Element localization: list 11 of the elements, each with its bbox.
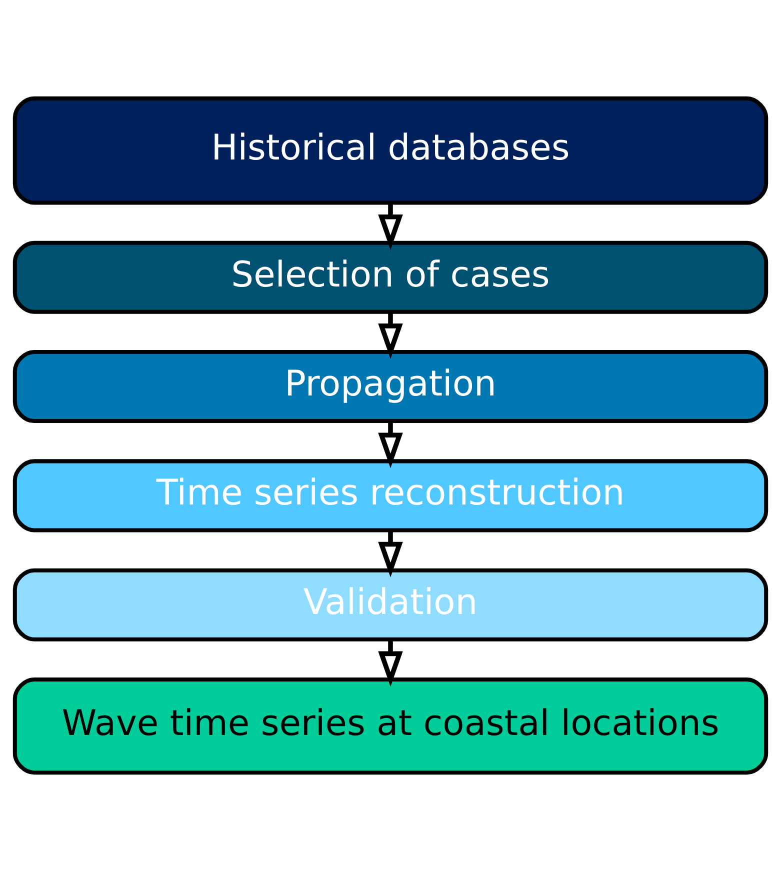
node-box: Wave time series at coastal locations	[12, 677, 768, 775]
arrow	[378, 203, 403, 250]
arrow	[378, 421, 403, 468]
node-box: Historical databases	[12, 96, 768, 205]
node-box: Validation	[12, 568, 768, 642]
arrow	[378, 312, 403, 359]
arrow	[378, 640, 403, 687]
node-box: Selection of cases	[12, 240, 768, 314]
arrow	[378, 530, 403, 578]
node-box: Time series reconstruction	[12, 459, 768, 532]
node-box: Propagation	[12, 350, 768, 424]
